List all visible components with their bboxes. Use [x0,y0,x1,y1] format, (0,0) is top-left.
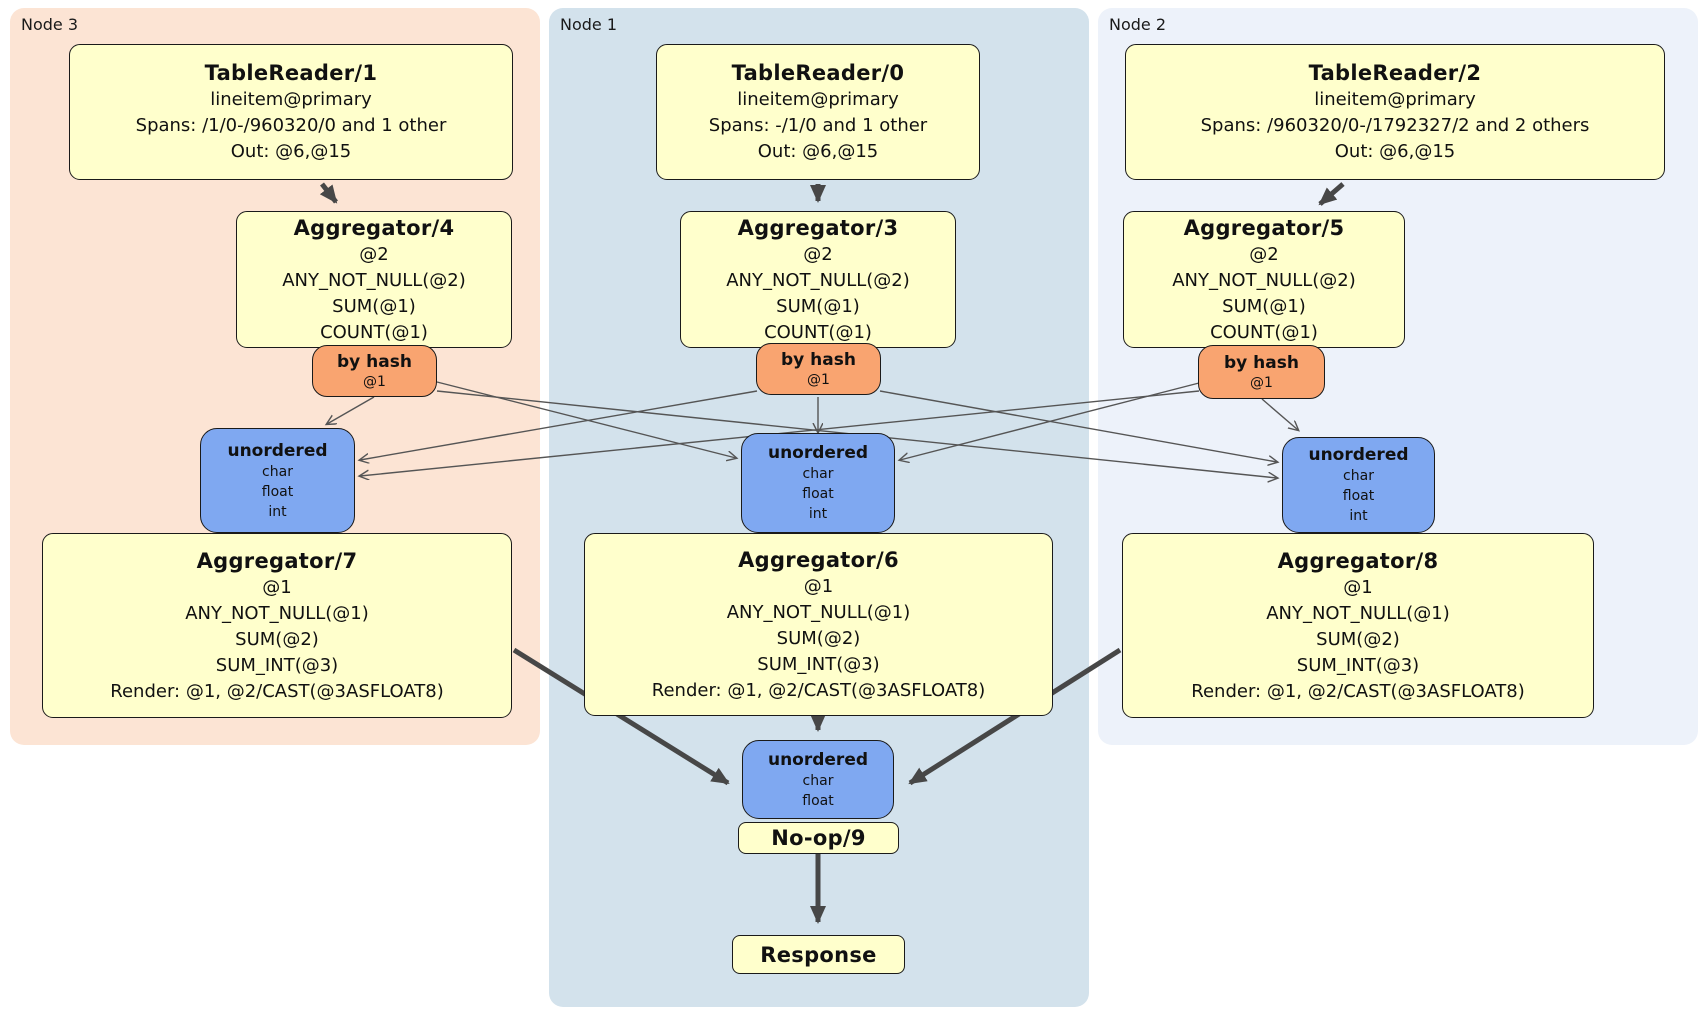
unordered-sync-node2-title: unordered [1308,445,1409,465]
aggregator-6-fn3: SUM_INT(@3) [757,653,880,675]
aggregator-5-title: Aggregator/5 [1183,215,1345,240]
aggregator-5-box: Aggregator/5 @2 ANY_NOT_NULL(@2) SUM(@1)… [1123,211,1405,348]
tablereader-2-out: Out: @6,@15 [1334,141,1456,162]
aggregator-3-fn2: SUM(@1) [776,295,860,317]
tablereader-1-box: TableReader/1 lineitem@primary Spans: /1… [69,44,513,180]
aggregator-5-fn1: ANY_NOT_NULL(@2) [1172,269,1356,291]
aggregator-7-title: Aggregator/7 [196,548,358,573]
aggregator-7-render: Render: @1, @2/CAST(@3ASFLOAT8) [110,680,444,702]
hash-router-node3: by hash @1 [312,345,437,397]
hash-router-node2-detail: @1 [1250,374,1273,391]
hash-router-node3-title: by hash [337,351,412,372]
sync-node3-type1: char [262,463,293,480]
tablereader-1-index: lineitem@primary [210,89,372,110]
tablereader-2-spans: Spans: /960320/0-/1792327/2 and 2 others [1200,115,1590,136]
sync-node2-type1: char [1343,468,1374,484]
sync-node2-type3: int [1349,508,1368,524]
aggregator-4-group: @2 [359,243,389,265]
aggregator-8-fn3: SUM_INT(@3) [1296,654,1420,676]
aggregator-6-group: @1 [803,575,834,597]
aggregator-6-title: Aggregator/6 [738,547,899,572]
aggregator-8-fn1: ANY_NOT_NULL(@1) [1266,602,1450,624]
sync-node3-type3: int [268,503,287,520]
sync-node1-type3: int [808,506,828,522]
aggregator-4-fn2: SUM(@1) [332,295,416,317]
final-sync-type2: float [802,792,834,809]
tablereader-0-spans: Spans: -/1/0 and 1 other [708,115,928,136]
hash-router-node1: by hash @1 [756,343,881,395]
hash-router-node2-title: by hash [1224,352,1299,373]
response-title: Response [760,942,877,967]
aggregator-5-fn3: COUNT(@1) [1210,321,1318,343]
hash-router-node2: by hash @1 [1198,345,1325,399]
unordered-sync-node1: unordered char float int [741,433,895,533]
final-unordered-sync: unordered char float [742,740,894,819]
aggregator-8-box: Aggregator/8 @1 ANY_NOT_NULL(@1) SUM(@2)… [1122,533,1594,718]
aggregator-6-fn1: ANY_NOT_NULL(@1) [726,601,911,623]
tablereader-1-title: TableReader/1 [204,61,378,85]
tablereader-1-out: Out: @6,@15 [230,141,352,162]
tablereader-0-box: TableReader/0 lineitem@primary Spans: -/… [656,44,980,180]
aggregator-4-box: Aggregator/4 @2 ANY_NOT_NULL(@2) SUM(@1)… [236,211,512,348]
tablereader-1-spans: Spans: /1/0-/960320/0 and 1 other [135,115,447,136]
aggregator-8-fn2: SUM(@2) [1316,628,1400,650]
aggregator-3-fn3: COUNT(@1) [764,321,872,343]
aggregator-6-fn2: SUM(@2) [776,627,861,649]
aggregator-3-title: Aggregator/3 [737,215,899,240]
tablereader-2-box: TableReader/2 lineitem@primary Spans: /9… [1125,44,1665,180]
final-unordered-sync-title: unordered [767,749,869,770]
sync-node3-type2: float [261,483,294,500]
aggregator-7-box: Aggregator/7 @1 ANY_NOT_NULL(@1) SUM(@2)… [42,533,512,718]
aggregator-5-group: @2 [1249,243,1279,265]
tablereader-2-index: lineitem@primary [1314,89,1476,110]
noop-9-title: No-op/9 [771,826,866,850]
tablereader-2-title: TableReader/2 [1308,61,1482,85]
aggregator-5-fn2: SUM(@1) [1222,295,1306,317]
noop-9-box: No-op/9 [738,822,899,854]
aggregator-7-fn2: SUM(@2) [235,628,319,650]
aggregator-3-box: Aggregator/3 @2 ANY_NOT_NULL(@2) SUM(@1)… [680,211,956,348]
aggregator-8-group: @1 [1343,576,1373,598]
aggregator-3-fn1: ANY_NOT_NULL(@2) [726,269,910,291]
aggregator-4-title: Aggregator/4 [293,215,455,240]
unordered-sync-node2: unordered char float int [1282,437,1435,533]
sync-node1-type2: float [802,486,834,502]
tablereader-0-index: lineitem@primary [737,89,899,110]
aggregator-6-render: Render: @1, @2/CAST(@3ASFLOAT8) [651,679,986,701]
aggregator-4-fn3: COUNT(@1) [320,321,428,343]
aggregator-8-title: Aggregator/8 [1277,548,1439,573]
sync-node2-type2: float [1342,488,1375,504]
response-box: Response [732,935,905,974]
aggregator-3-group: @2 [803,243,833,265]
region-node1-label: Node 1 [560,15,618,34]
region-node2-label: Node 2 [1109,15,1167,34]
unordered-sync-node3-title: unordered [227,440,328,461]
unordered-sync-node1-title: unordered [767,443,869,463]
aggregator-4-fn1: ANY_NOT_NULL(@2) [282,269,466,291]
sync-node1-type1: char [802,466,834,482]
region-node3-label: Node 3 [21,15,79,34]
tablereader-0-title: TableReader/0 [731,61,905,85]
aggregator-7-fn1: ANY_NOT_NULL(@1) [185,602,369,624]
hash-router-node1-title: by hash [781,349,856,370]
unordered-sync-node3: unordered char float int [200,428,355,533]
hash-router-node1-detail: @1 [807,371,830,388]
aggregator-7-fn3: SUM_INT(@3) [215,654,339,676]
aggregator-7-group: @1 [262,576,292,598]
aggregator-6-box: Aggregator/6 @1 ANY_NOT_NULL(@1) SUM(@2)… [584,533,1053,716]
tablereader-0-out: Out: @6,@15 [757,141,879,162]
aggregator-8-render: Render: @1, @2/CAST(@3ASFLOAT8) [1191,680,1525,702]
hash-router-node3-detail: @1 [363,373,386,390]
final-sync-type1: char [802,772,834,789]
